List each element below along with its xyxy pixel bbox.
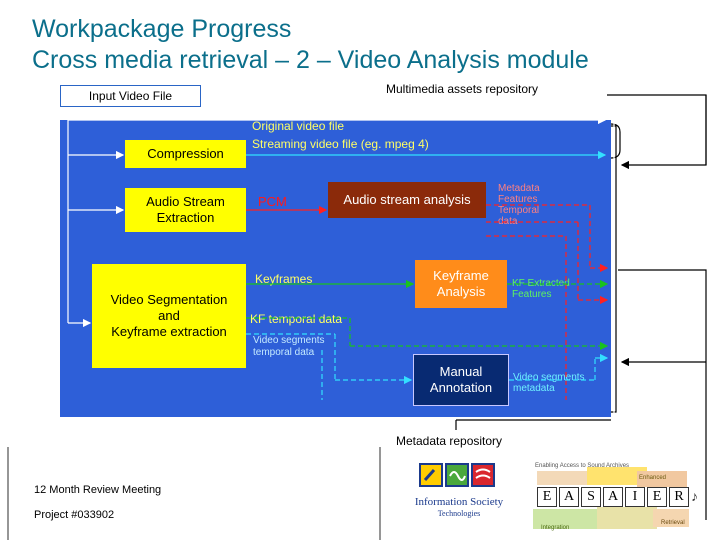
compression-box: Compression: [125, 140, 246, 168]
audio-output-line-1: Metadata: [498, 183, 540, 194]
easaier-word-1: Enhanced: [639, 475, 667, 481]
easaier-tagline: Enabling Access to Sound Archives: [535, 463, 630, 469]
page-title: Workpackage Progress Cross media retriev…: [32, 14, 589, 76]
pcm-label: PCM: [258, 194, 287, 209]
audio-extraction-line-2: Extraction: [156, 210, 215, 225]
video-segments-label: Video segments: [253, 335, 325, 346]
streaming-video-label: Streaming video file (eg. mpeg 4): [252, 137, 429, 151]
audio-output-arrows: [486, 204, 609, 400]
review-meeting-label: 12 Month Review Meeting: [34, 484, 162, 496]
audio-extraction-line-1: Audio Stream: [146, 194, 225, 209]
easaier-letter: E: [647, 487, 667, 507]
audio-output-metadata: Metadata Features Temporal data: [498, 183, 540, 227]
segment-metadata-output: Video segments metadata: [513, 372, 585, 394]
manual-annotation-line-1: Manual: [439, 364, 483, 379]
compression-label: Compression: [147, 146, 224, 161]
easaier-background-graphic: [533, 467, 689, 529]
easaier-letter: I: [625, 487, 645, 507]
audio-stream-analysis-box: Audio stream analysis: [328, 182, 486, 218]
manual-annotation-box: Manual Annotation: [413, 354, 509, 406]
segment-metadata-line-2: metadata: [513, 383, 555, 394]
segment-metadata-line-1: Video segments: [513, 372, 585, 383]
manual-annotation-line-2: Annotation: [429, 380, 493, 395]
easaier-word-2: Integration: [541, 525, 570, 531]
title-line-2: Cross media retrieval – 2 – Video Analys…: [32, 46, 589, 74]
audio-output-line-4: data: [498, 216, 518, 227]
audio-output-line-3: Temporal: [498, 205, 540, 216]
info-society-line-2: Technologies: [437, 509, 481, 518]
information-society-icon: [419, 463, 495, 487]
metadata-repository-label: Metadata repository: [396, 434, 503, 448]
segmentation-line-2: and: [158, 308, 180, 323]
easaier-letter: A: [559, 487, 579, 507]
input-distribution-arrows: [67, 107, 607, 328]
kf-features-line-2: Features: [512, 289, 552, 300]
segmentation-line-1: Video Segmentation: [110, 292, 228, 307]
temporal-data-label: temporal data: [253, 347, 315, 358]
original-video-label: Original video file: [252, 119, 345, 133]
repository-brackets: [455, 94, 707, 520]
input-video-file-box: Input Video File: [60, 85, 201, 107]
easaier-word-3: Retrieval: [661, 520, 685, 526]
info-society-line-1: Information Society: [414, 496, 504, 508]
audio-output-line-2: Features: [498, 194, 538, 205]
keyframes-label: Keyframes: [255, 272, 313, 286]
easaier-logo: Enabling Access to Sound Archives Enhanc…: [527, 463, 698, 537]
keyframe-analysis-line-1: Keyframe: [433, 268, 489, 283]
project-number-label: Project #033902: [34, 509, 115, 521]
easaier-letter: A: [603, 487, 623, 507]
music-note-icon: ♪: [691, 488, 698, 504]
keyframe-analysis-box: Keyframe Analysis: [415, 260, 507, 308]
easaier-letter-row: E A S A I E R ♪: [537, 487, 698, 507]
keyframe-arrows: [246, 279, 609, 351]
easaier-letter: E: [537, 487, 557, 507]
easaier-letter: S: [581, 487, 601, 507]
input-video-file-label: Input Video File: [88, 89, 173, 103]
video-segmentation-box: Video Segmentation and Keyframe extracti…: [92, 264, 246, 368]
information-society-logo: Information Society Technologies: [404, 462, 514, 534]
easaier-letter: R: [669, 487, 689, 507]
audio-stream-analysis-label: Audio stream analysis: [343, 192, 471, 207]
audio-stream-extraction-box: Audio Stream Extraction: [125, 188, 246, 232]
kf-temporal-data-label: KF temporal data: [250, 312, 343, 326]
segment-arrows: [246, 333, 609, 400]
segmentation-line-3: Keyframe extraction: [111, 324, 227, 339]
keyframe-analysis-line-2: Analysis: [436, 284, 486, 299]
title-line-1: Workpackage Progress: [32, 15, 292, 43]
multimedia-repository-label: Multimedia assets repository: [386, 82, 539, 96]
